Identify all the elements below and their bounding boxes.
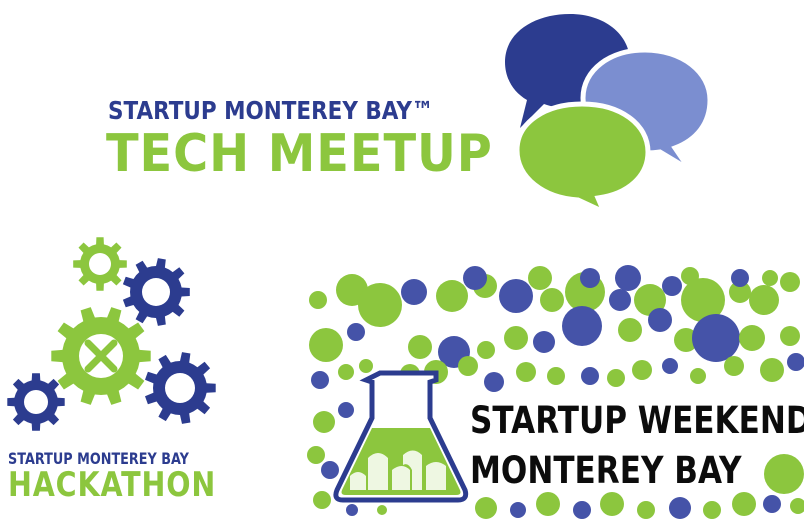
decor-dot — [732, 492, 756, 516]
decor-dot — [377, 505, 387, 515]
decor-dot — [516, 362, 536, 382]
decor-dot — [609, 289, 631, 311]
decor-dot — [309, 328, 343, 362]
decor-dot — [458, 356, 478, 376]
decor-dot — [499, 279, 533, 313]
hackathon-title: HACKATHON — [8, 465, 217, 505]
decor-dot — [581, 367, 599, 385]
decor-dot — [681, 278, 725, 322]
decor-dot — [692, 314, 740, 362]
decor-dot — [780, 272, 800, 292]
decor-dot — [504, 326, 528, 350]
gear-hole — [24, 390, 48, 414]
gear-hole — [89, 253, 111, 275]
decor-dot — [338, 402, 354, 418]
decor-dot — [681, 267, 699, 285]
decor-dot — [662, 358, 678, 374]
gear-hole — [142, 278, 170, 306]
decor-dot — [634, 284, 666, 316]
decor-dot — [632, 360, 652, 380]
decor-dot — [724, 356, 744, 376]
decor-dot — [703, 501, 721, 519]
decor-dot — [739, 325, 765, 351]
decor-dot — [760, 358, 784, 382]
decor-dot — [790, 498, 804, 514]
decor-dot — [764, 454, 804, 494]
decor-dot — [674, 328, 698, 352]
decor-dot — [307, 446, 325, 464]
hackathon-subtitle: STARTUP MONTEREY BAY — [8, 449, 189, 468]
decor-dot — [690, 368, 706, 384]
decor-dot — [762, 270, 778, 286]
decor-dot — [477, 341, 495, 359]
decor-dot — [311, 371, 329, 389]
decor-dot — [731, 269, 749, 287]
decor-dot — [618, 318, 642, 342]
decor-dot — [729, 281, 751, 303]
decor-dot — [358, 283, 402, 327]
decor-dot — [309, 291, 327, 309]
decor-dot — [662, 276, 682, 296]
decor-dot — [359, 359, 373, 373]
startup-weekend-title: STARTUP WEEKEND — [470, 399, 804, 442]
decor-dot — [484, 372, 504, 392]
decor-dot — [401, 279, 427, 305]
decor-dot — [749, 285, 779, 315]
decor-dot — [580, 268, 600, 288]
decor-dot — [607, 369, 625, 387]
decor-dot — [475, 497, 497, 519]
decor-dot — [463, 266, 487, 290]
decor-dot — [347, 323, 365, 341]
decor-dot — [313, 491, 331, 509]
tech-meetup-subtitle: STARTUP MONTEREY BAY™ — [108, 96, 434, 125]
wrench-hammer-icon — [84, 339, 118, 373]
decor-dot — [338, 364, 354, 380]
decor-dot — [787, 353, 804, 371]
decor-dot — [528, 266, 552, 290]
decor-dot — [615, 265, 641, 291]
tech-meetup-title: TECH MEETUP — [106, 124, 493, 184]
decor-dot — [436, 280, 468, 312]
decor-dot — [763, 495, 781, 513]
decor-dot — [648, 308, 672, 332]
decor-dot — [547, 367, 565, 385]
decor-dot — [562, 306, 602, 346]
gear-hole — [165, 373, 195, 403]
beaker-creatures — [350, 450, 446, 490]
decor-dot — [780, 326, 800, 346]
decor-dot — [321, 461, 339, 479]
decor-dot — [600, 492, 624, 516]
decor-dot — [346, 504, 358, 516]
decor-dot — [540, 288, 564, 312]
decor-dot — [313, 411, 335, 433]
decor-dot — [533, 331, 555, 353]
decor-dot — [536, 492, 560, 516]
decor-dot — [637, 501, 655, 519]
decor-dot — [408, 335, 432, 359]
speech-bubble-green — [514, 101, 651, 217]
decor-dot — [669, 497, 691, 519]
decor-dot — [510, 502, 526, 518]
startup-weekend-subtitle: MONTEREY BAY — [470, 449, 742, 492]
decor-dot — [573, 501, 591, 519]
